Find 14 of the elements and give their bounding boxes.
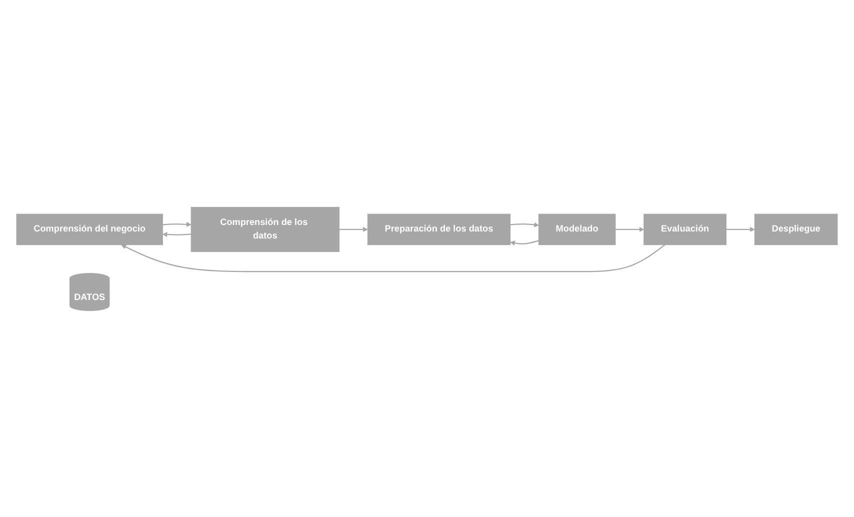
arrow [510,240,539,246]
node-box: Despliegue [754,213,838,245]
arrow [510,222,539,227]
arrow [121,244,666,272]
arrow [615,226,644,232]
node-box: Comprensión de los datos [190,206,340,252]
arrow [162,221,192,226]
arrow [339,226,368,232]
node-box: Comprensión del negocio [16,213,163,245]
node-box: Preparación de los datos [367,213,510,245]
node-box: Modelado [538,213,616,245]
node-box: Evaluación [644,213,726,245]
arrow [726,226,755,232]
arrow [162,232,192,236]
